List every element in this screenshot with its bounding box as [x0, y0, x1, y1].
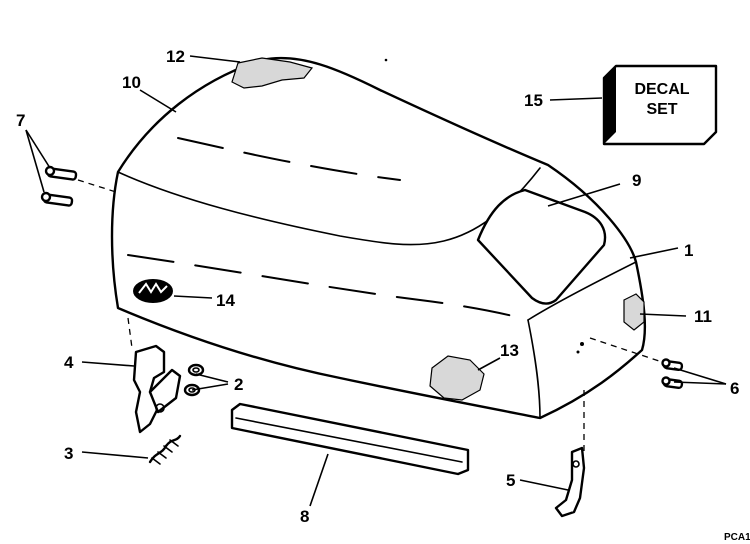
decal-patch-top	[231, 57, 314, 89]
callout-7: 7	[16, 111, 25, 130]
callout-1: 1	[684, 241, 693, 260]
callout-13: 13	[500, 341, 519, 360]
callout-14: 14	[216, 291, 235, 310]
leader-lines	[25, 55, 727, 507]
screws-left	[40, 165, 117, 207]
latch-bracket	[127, 317, 182, 434]
callout-4: 4	[64, 353, 74, 372]
seal-strip	[230, 402, 470, 476]
callout-5: 5	[506, 471, 515, 490]
callout-3: 3	[64, 444, 73, 463]
washers	[183, 363, 205, 397]
spring	[148, 434, 182, 465]
reference-code: PCA1	[724, 532, 750, 543]
emblem-badge	[133, 279, 173, 303]
callout-labels: 1 2 3 4 5 6 7 8 9 10 11 12 13 14 15	[16, 47, 739, 526]
decal-set-box: DECAL SET	[602, 64, 718, 146]
screws-right	[576, 337, 684, 390]
callout-9: 9	[632, 171, 641, 190]
callout-2: 2	[234, 375, 243, 394]
decal-patch-side	[429, 355, 485, 401]
stray-mark	[384, 58, 388, 62]
callout-10: 10	[122, 73, 141, 92]
cover-clip	[554, 390, 586, 518]
callout-15: 15	[524, 91, 543, 110]
decal-box-line1: DECAL	[634, 81, 689, 98]
callout-12: 12	[166, 47, 185, 66]
engine-cover	[110, 56, 647, 420]
decal-box-line2: SET	[646, 101, 677, 118]
callout-11: 11	[694, 307, 712, 326]
callout-8: 8	[300, 507, 309, 526]
cover-window	[476, 188, 607, 305]
callout-6: 6	[730, 379, 739, 398]
decal-patch-rear	[623, 293, 645, 331]
